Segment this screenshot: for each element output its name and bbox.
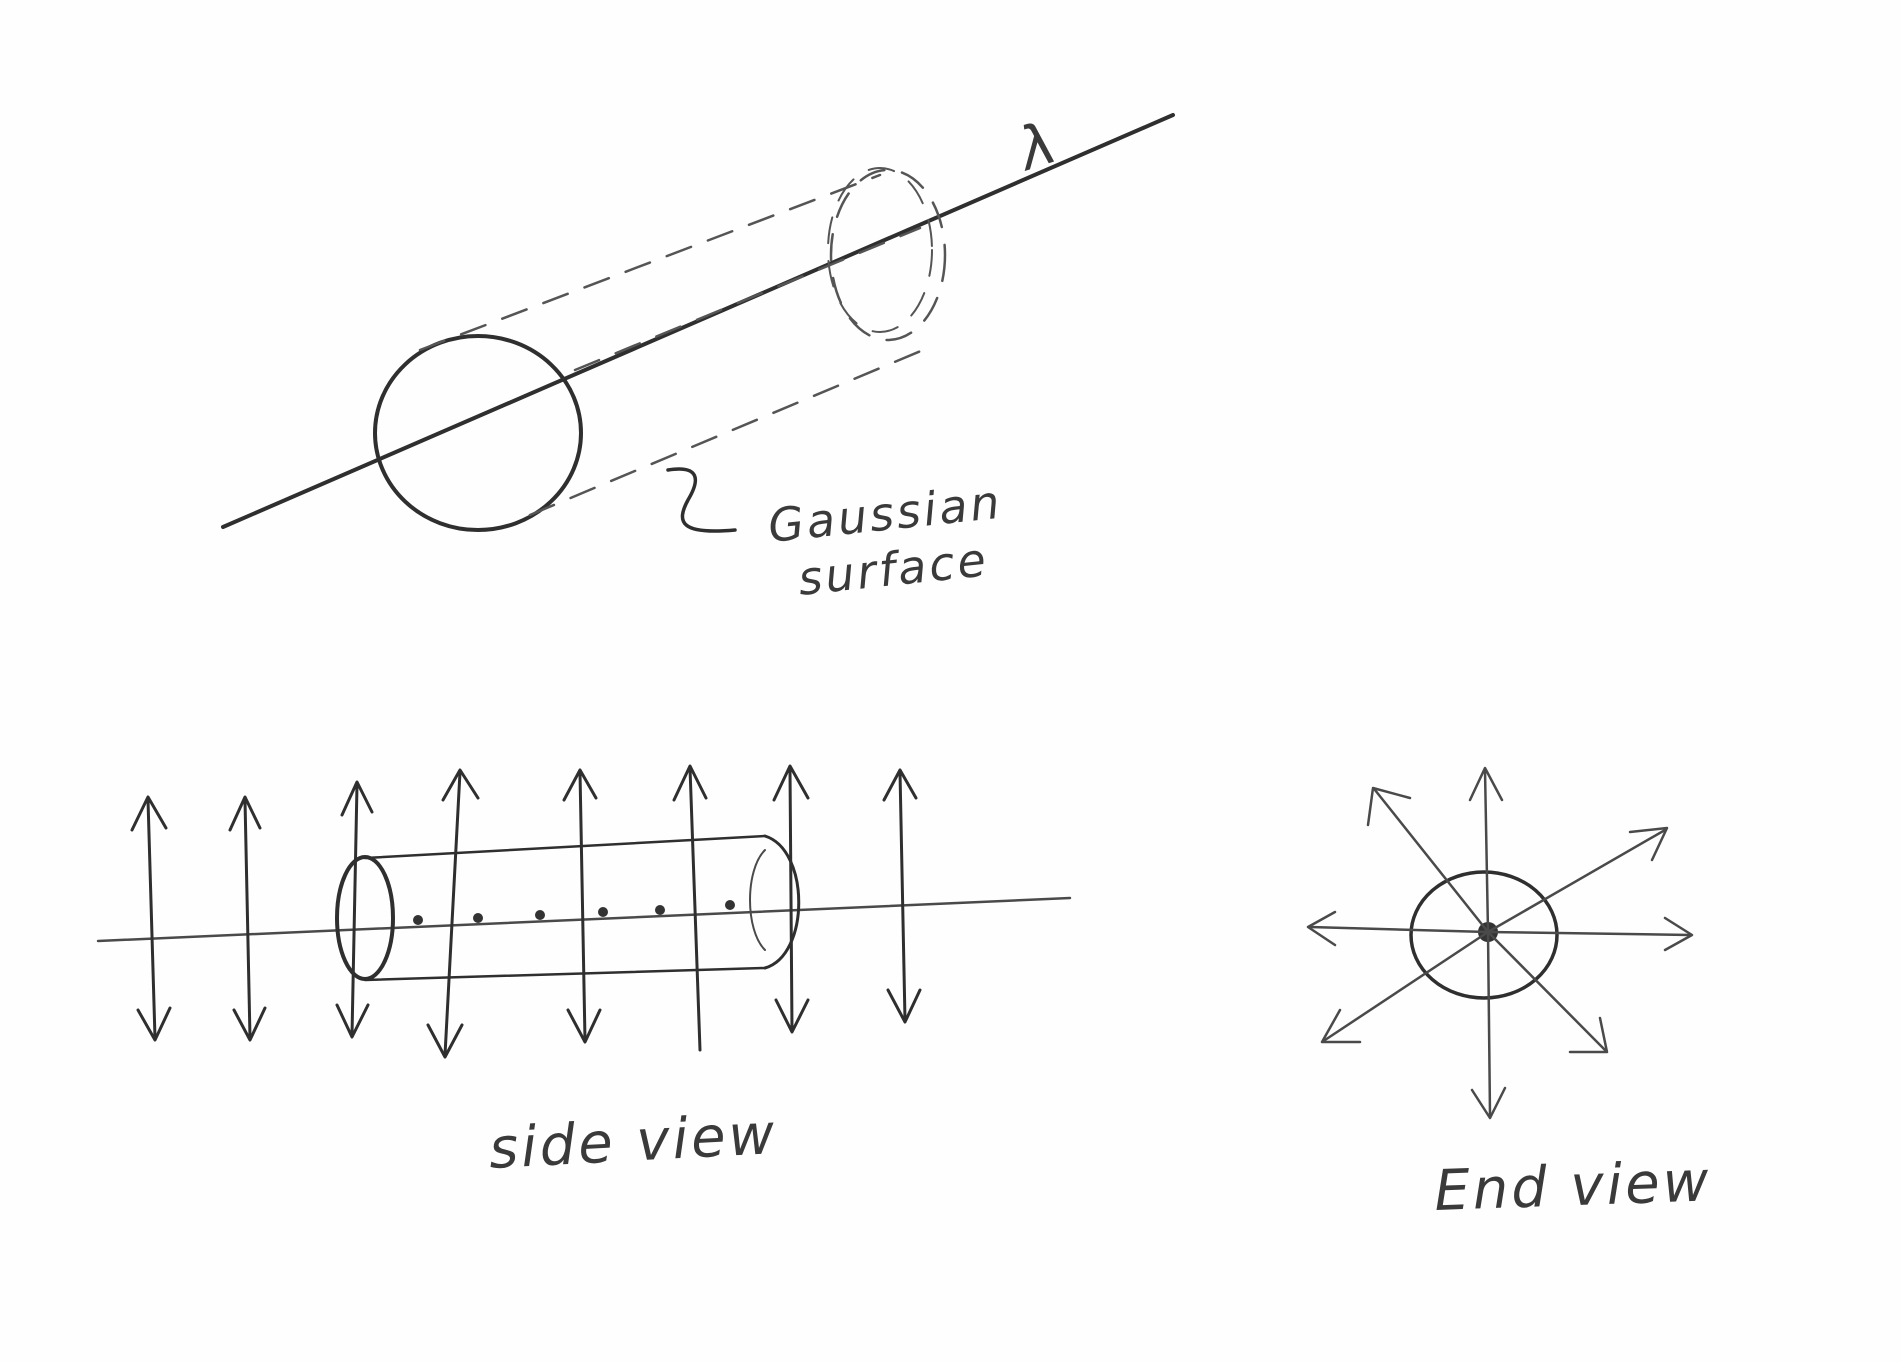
side-cylinder-top: [363, 834, 767, 860]
cylinder-top-edge: [418, 173, 882, 352]
charge-dot: [473, 913, 483, 923]
side-cylinder-right-cap-hidden: [749, 849, 766, 951]
double-arrow: [335, 780, 374, 1039]
double-arrow: [672, 764, 708, 1052]
field-arrows-side: [130, 764, 922, 1059]
side-cylinder-left-cap: [335, 855, 395, 981]
side-view: side view: [96, 764, 1072, 1182]
charge-dot: [655, 905, 665, 915]
double-arrow: [228, 795, 267, 1042]
end-view-label: End view: [1433, 1149, 1712, 1224]
charge-dot: [598, 907, 608, 917]
perspective-view: λ Gaussian surface: [221, 107, 1175, 606]
charge-dot: [413, 915, 423, 925]
lambda-label: λ: [1008, 107, 1067, 184]
double-arrow: [882, 768, 922, 1024]
side-view-label: side view: [487, 1102, 779, 1182]
end-view: End view: [1306, 766, 1713, 1224]
hidden-axis: [573, 226, 922, 372]
back-end-cap-inner: [827, 167, 933, 333]
cylinder-bottom-edge: [528, 343, 937, 517]
field-arrows-end: [1306, 766, 1694, 1120]
line-charge: [221, 113, 1175, 529]
end-view-circle: [1409, 870, 1559, 1000]
double-arrow: [130, 795, 172, 1042]
gaussian-pointer: [666, 467, 737, 533]
side-cylinder-bottom: [363, 966, 767, 982]
charge-dots: [413, 900, 735, 925]
double-arrow: [426, 768, 480, 1059]
side-cylinder-right-cap: [763, 834, 801, 970]
double-arrow: [772, 764, 810, 1034]
back-end-cap: [829, 168, 947, 342]
front-end-cap: [373, 334, 583, 532]
charge-dot: [535, 910, 545, 920]
charge-dot: [725, 900, 735, 910]
double-arrow: [562, 768, 602, 1044]
